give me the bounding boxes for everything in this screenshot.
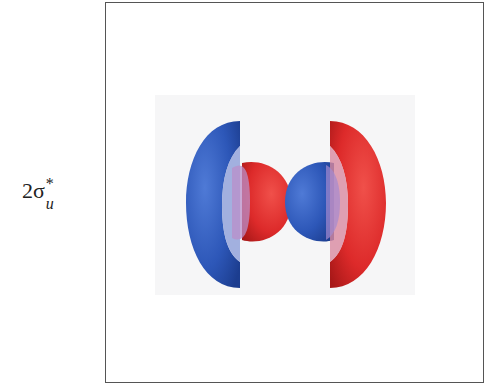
overlap — [326, 165, 340, 240]
image-ground — [155, 95, 415, 295]
antibonding-mark: * — [46, 176, 54, 192]
symmetry-subscript: u — [46, 196, 54, 212]
orbital-name: 2σ — [22, 180, 45, 202]
blue-outer-lobe — [186, 121, 240, 288]
frame — [106, 3, 484, 383]
overlap — [232, 165, 250, 239]
